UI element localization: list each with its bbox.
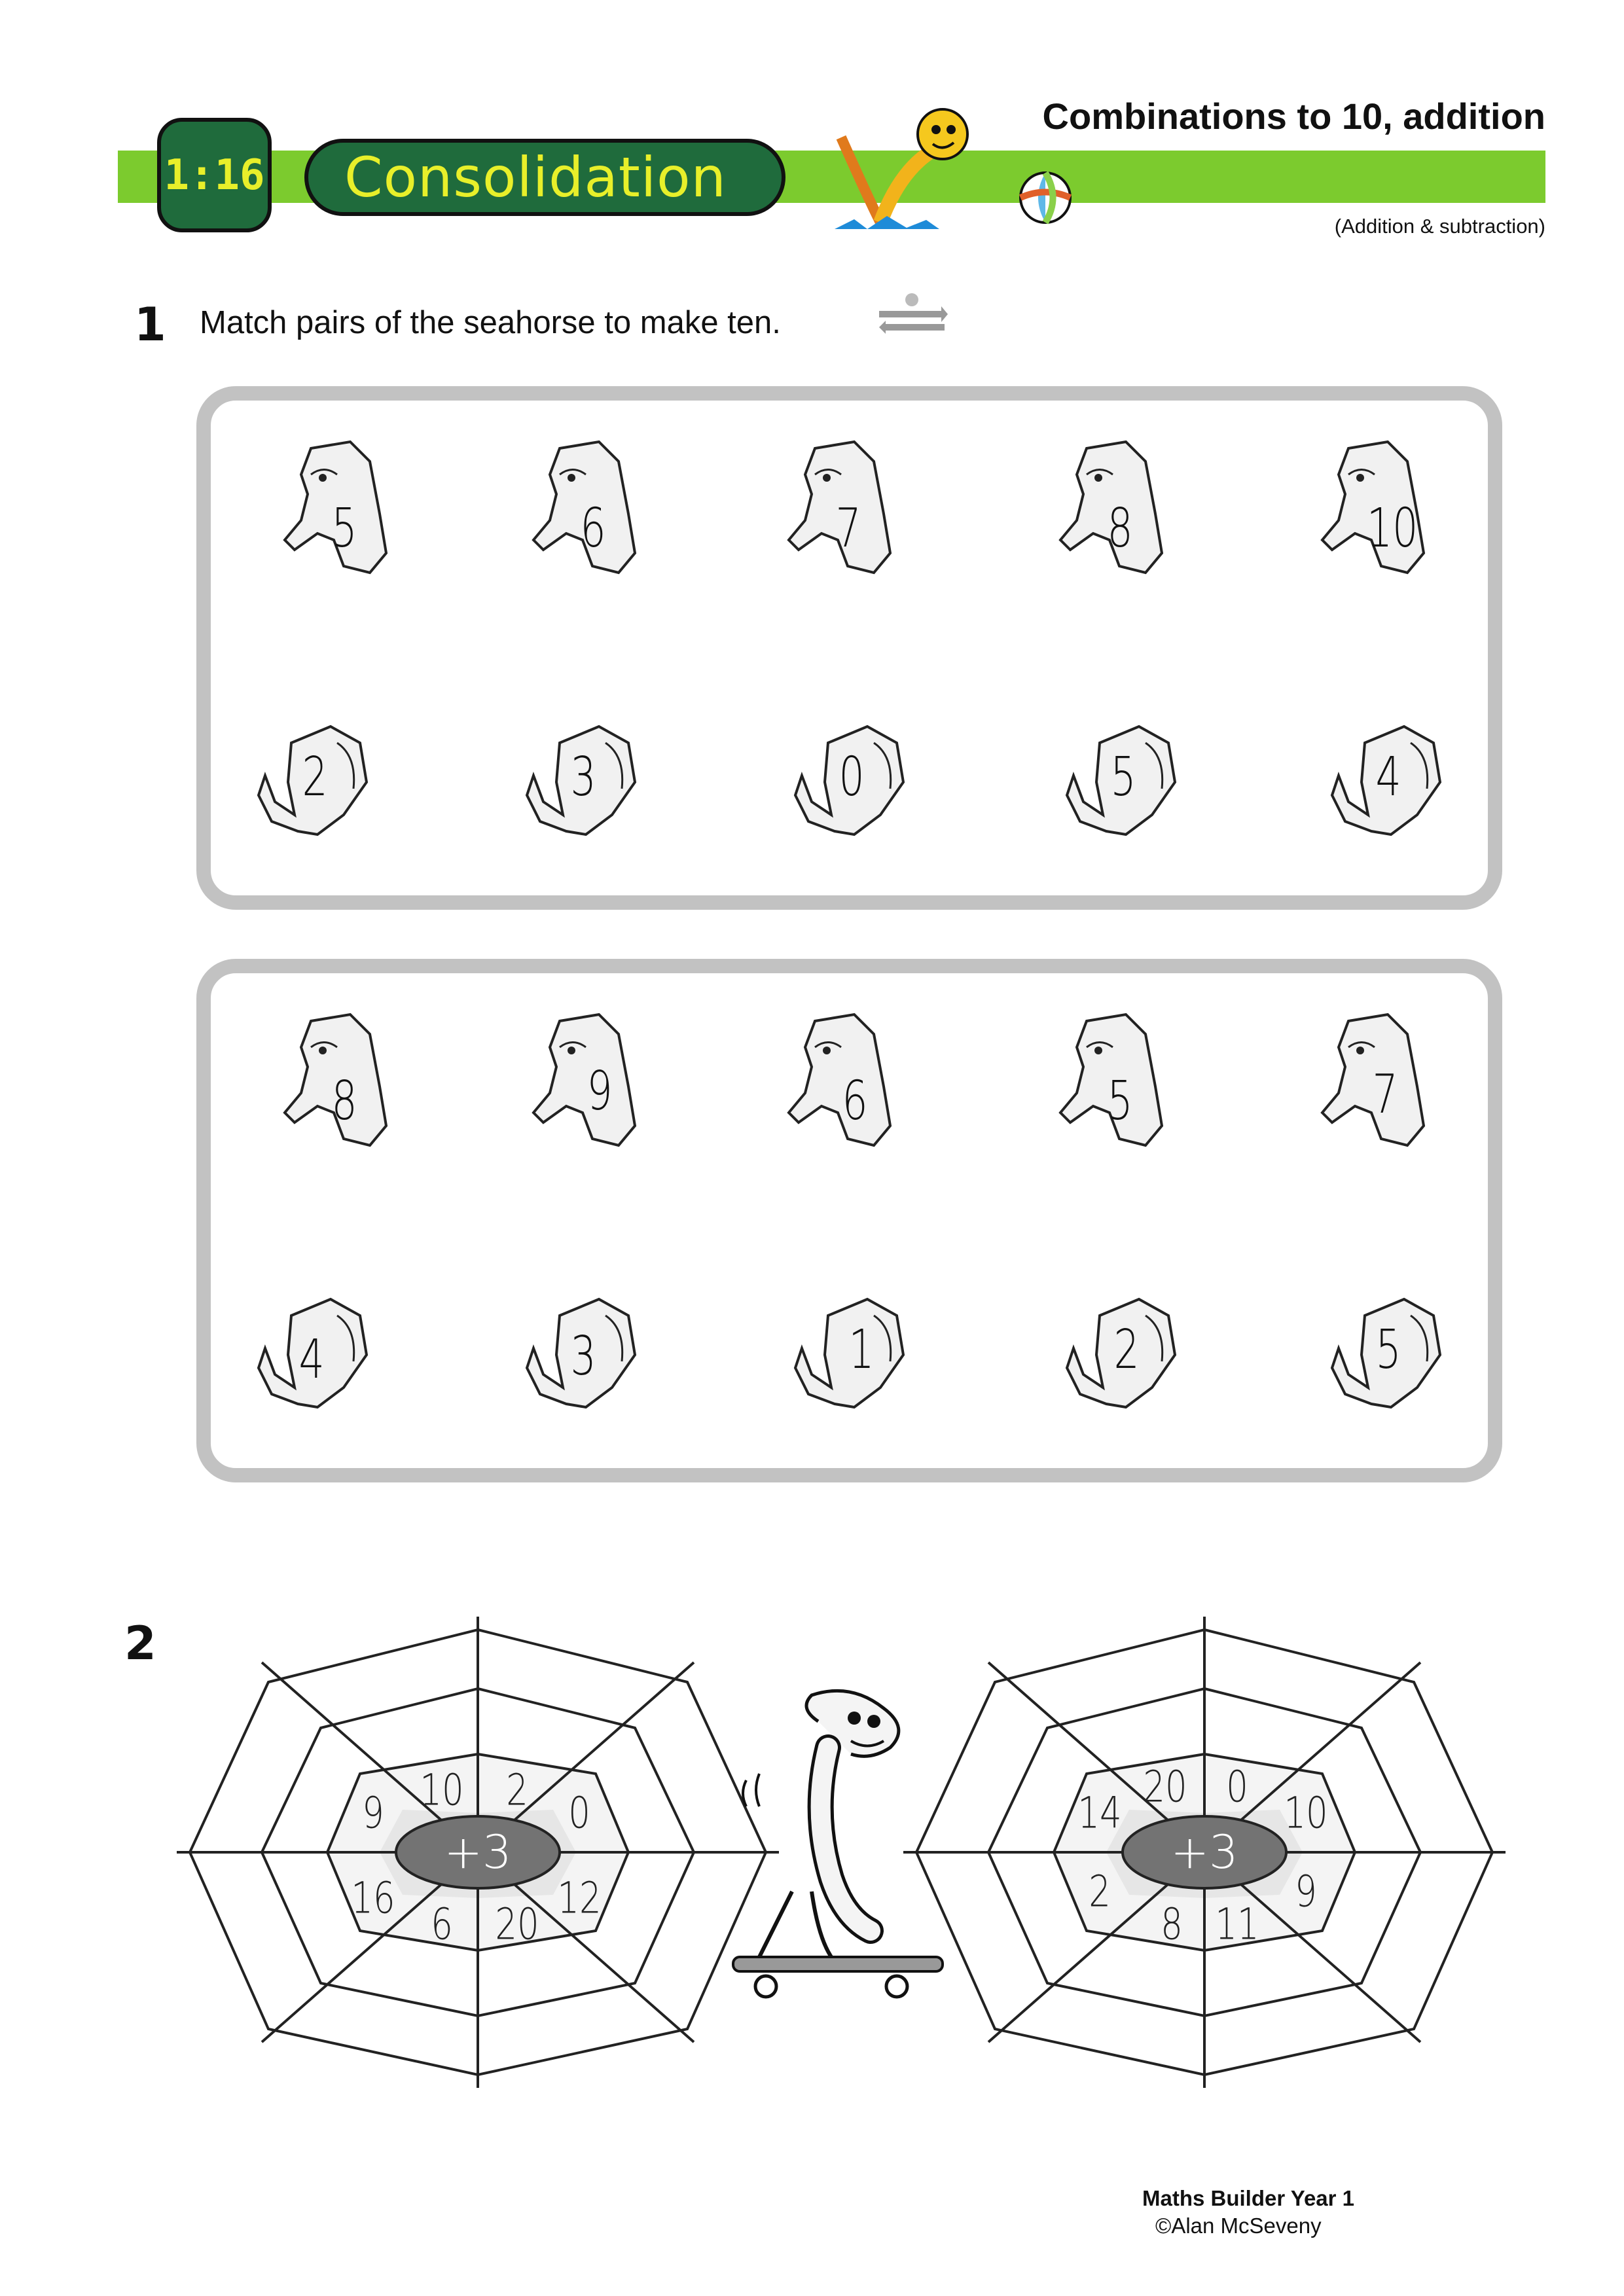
lesson-badge: 1:16 (157, 118, 272, 232)
seahorse-number: 2 (1113, 1319, 1140, 1381)
drag-match-icon (879, 293, 948, 334)
seahorse-tail-icon (1065, 1297, 1177, 1409)
seahorse-head-icon (532, 440, 637, 575)
seahorse-number: 2 (302, 746, 328, 808)
beach-ball-icon (1019, 171, 1072, 224)
seahorse-number: 4 (298, 1329, 325, 1391)
seahorse-tail[interactable]: 5 (1319, 1289, 1450, 1440)
web-number[interactable]: 2 (506, 1765, 528, 1816)
web-center-operation: +3 (1170, 1825, 1238, 1879)
question-1-instruction: Match pairs of the seahorse to make ten. (200, 305, 781, 340)
seahorse-tail[interactable]: 0 (782, 717, 913, 867)
seahorse-tail-icon (525, 725, 637, 836)
seahorse-number: 5 (1375, 1319, 1401, 1381)
seahorse-number: 6 (842, 1070, 868, 1132)
seahorse-tail-icon (1330, 1297, 1442, 1409)
seahorse-number: 4 (1375, 746, 1401, 808)
web-number[interactable]: 12 (557, 1873, 602, 1924)
web-number[interactable]: 10 (420, 1765, 464, 1816)
seahorse-head[interactable]: 6 (520, 435, 651, 586)
seahorse-head[interactable]: 8 (272, 1008, 403, 1158)
seahorse-tail[interactable]: 3 (514, 1289, 645, 1440)
seahorse-head[interactable]: 7 (776, 435, 907, 586)
seahorse-number: 8 (331, 1070, 357, 1132)
seahorse-number: 1 (848, 1319, 875, 1381)
seahorse-tail-icon (793, 725, 905, 836)
seahorse-head[interactable]: 5 (1047, 1008, 1178, 1158)
seahorse-head[interactable]: 10 (1309, 435, 1440, 586)
seahorse-tail[interactable]: 5 (1054, 717, 1185, 867)
page-title: Consolidation (344, 145, 727, 209)
footer-copyright: ©Alan McSeveny (1155, 2214, 1322, 2238)
web-number[interactable]: 9 (1295, 1866, 1317, 1917)
web-number[interactable]: 0 (1226, 1761, 1248, 1812)
seahorse-number: 6 (580, 497, 606, 560)
seahorse-number: 8 (1107, 497, 1133, 560)
seahorse-tail-icon (1330, 725, 1442, 836)
web-center-operation: +3 (444, 1825, 512, 1879)
web-number[interactable]: 16 (351, 1873, 395, 1924)
seahorse-tail[interactable]: 2 (245, 717, 376, 867)
seahorse-head-icon (787, 440, 892, 575)
seahorse-tail[interactable]: 1 (782, 1289, 913, 1440)
seahorse-head-icon (787, 1013, 892, 1147)
seahorse-tail-icon (1065, 725, 1177, 836)
seahorse-number: 5 (1110, 746, 1136, 808)
seahorse-number: 5 (1107, 1070, 1133, 1132)
web-number[interactable]: 11 (1215, 1899, 1259, 1950)
title-pill: Consolidation (304, 139, 785, 216)
topic-heading: Combinations to 10, addition (1042, 96, 1545, 137)
spider-web-right: +3 20 0 10 9 11 8 2 14 (903, 1617, 1506, 2088)
web-number[interactable]: 10 (1284, 1787, 1328, 1839)
seahorse-head-icon (532, 1013, 637, 1147)
spider-web-left: +3 10 2 0 12 20 6 16 9 (177, 1617, 779, 2088)
diving-mascot-icon (835, 108, 969, 229)
web-number[interactable]: 20 (1143, 1761, 1187, 1812)
seahorse-head-icon (1058, 1013, 1164, 1147)
seahorse-tail[interactable]: 4 (245, 1289, 376, 1440)
seahorse-head[interactable]: 9 (520, 1008, 651, 1158)
spider-web-icon (177, 1617, 779, 2088)
seahorse-number: 5 (331, 497, 357, 560)
seahorse-tail-icon (257, 1297, 369, 1409)
seahorse-head-icon (1320, 1013, 1426, 1147)
seahorse-tail-icon (257, 725, 369, 836)
web-number[interactable]: 8 (1161, 1899, 1183, 1950)
spider-web-icon (903, 1617, 1506, 2088)
seahorse-head[interactable]: 8 (1047, 435, 1178, 586)
web-number[interactable]: 20 (495, 1899, 539, 1950)
strand-label: (Addition & subtraction) (1334, 215, 1545, 238)
seahorse-head-icon (1058, 440, 1164, 575)
seahorse-number: 9 (586, 1060, 613, 1122)
seahorse-number: 0 (839, 746, 865, 808)
web-number[interactable]: 2 (1089, 1866, 1111, 1917)
web-number[interactable]: 9 (362, 1787, 384, 1839)
seahorse-number: 7 (1372, 1064, 1398, 1126)
footer-book-title: Maths Builder Year 1 (1142, 2186, 1355, 2210)
seahorse-number: 3 (570, 1325, 596, 1388)
seahorse-tail[interactable]: 3 (514, 717, 645, 867)
seahorse-tail-icon (525, 1297, 637, 1409)
seahorse-number: 10 (1367, 497, 1418, 560)
seahorse-head[interactable]: 5 (272, 435, 403, 586)
seahorse-head-icon (1320, 440, 1426, 575)
lesson-code: 1:16 (164, 151, 265, 200)
web-number[interactable]: 6 (431, 1899, 453, 1950)
web-number[interactable]: 0 (568, 1787, 590, 1839)
worm-skateboard-icon (732, 1689, 944, 1999)
web-number[interactable]: 14 (1077, 1787, 1122, 1839)
seahorse-number: 7 (835, 497, 861, 560)
seahorse-head[interactable]: 6 (776, 1008, 907, 1158)
seahorse-tail[interactable]: 2 (1054, 1289, 1185, 1440)
seahorse-head[interactable]: 7 (1309, 1008, 1440, 1158)
seahorse-tail[interactable]: 4 (1319, 717, 1450, 867)
seahorse-number: 3 (570, 746, 596, 808)
seahorse-head-icon (283, 1013, 388, 1147)
seahorse-tail-icon (793, 1297, 905, 1409)
seahorse-head-icon (283, 440, 388, 575)
question-2-number: 2 (124, 1617, 156, 1670)
question-1-number: 1 (134, 298, 166, 351)
